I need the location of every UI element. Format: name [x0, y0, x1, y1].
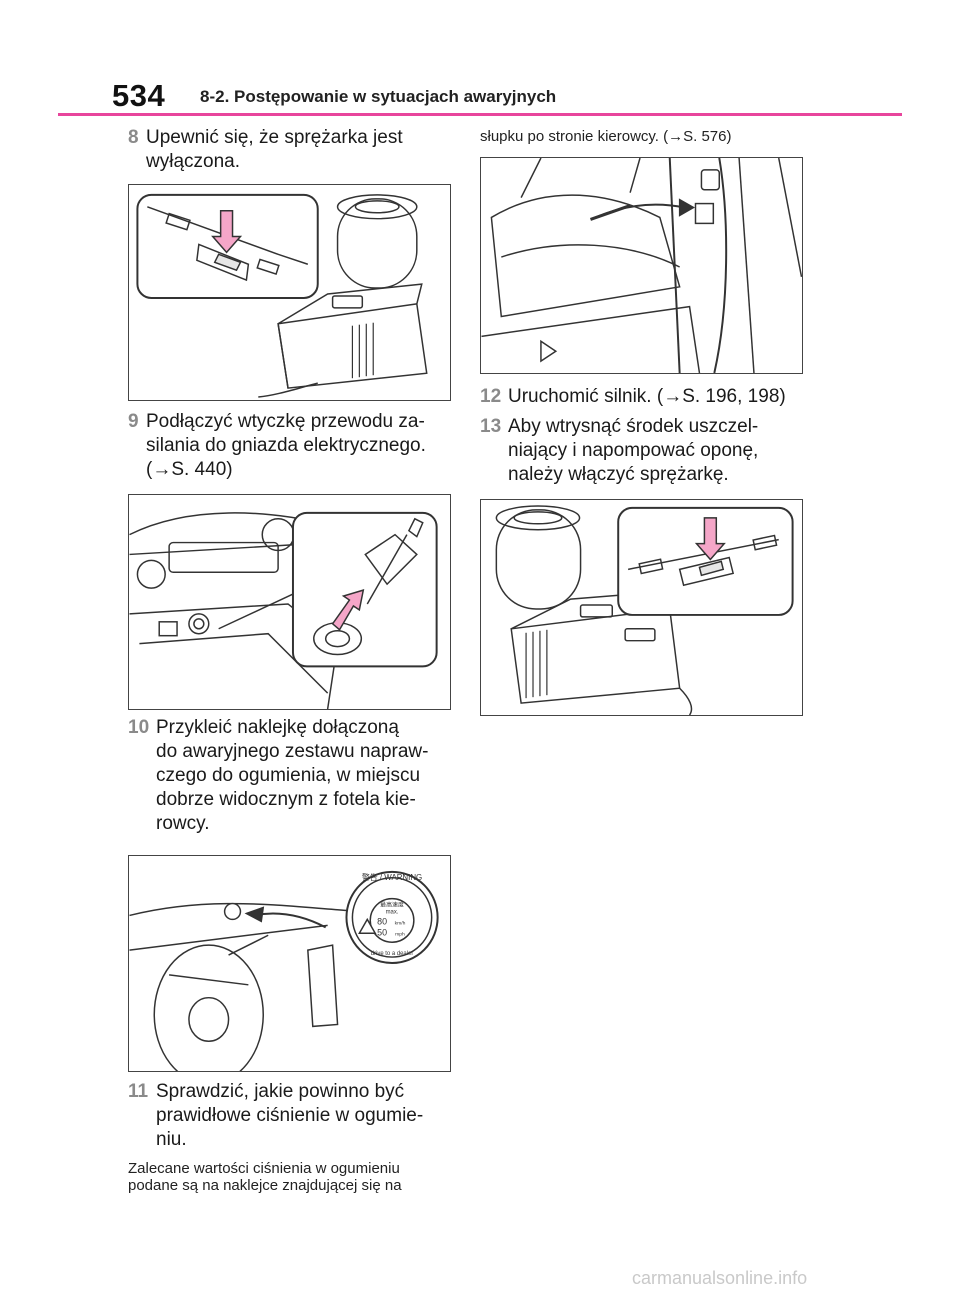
step-11: 11 Sprawdzić, jakie powinno być prawidło… — [128, 1080, 458, 1152]
page-header: 534 8-2. Postępowanie w sytuacjach awary… — [112, 78, 902, 114]
section-title: 8-2. Postępowanie w sytuacjach awaryjnyc… — [200, 87, 557, 106]
figure-compressor-switch-on — [480, 499, 803, 716]
note-left: Zalecane wartości ciśnienia w ogumieniu … — [128, 1160, 402, 1194]
header-rule — [58, 113, 902, 116]
sticker-speed-mph: 50 — [377, 927, 387, 937]
step-13: 13 Aby wtrysnąć środek uszczel- niający … — [480, 415, 810, 487]
step-text: Sprawdzić, jakie powinno być prawidłowe … — [156, 1081, 424, 1150]
step-number: 12 — [480, 386, 502, 407]
watermark: carmanualsonline.info — [632, 1268, 808, 1288]
step-number: 8 — [128, 127, 139, 148]
sticker-bottom-text: drive to a dealer — [371, 951, 414, 957]
note-right: słupku po stronie kierowcy. (→S. 576) — [480, 128, 732, 145]
sticker-unit-kmh: km/h — [395, 920, 406, 926]
sticker-unit-mph: mph — [395, 931, 405, 937]
sticker-top-text: 警告 / WARNING — [362, 872, 422, 882]
sticker-speed-kmh: 80 — [377, 916, 387, 926]
step-12: 12 Uruchomić silnik. (→S. 196, 198) — [480, 385, 810, 409]
step-number: 13 — [480, 416, 502, 437]
step-text: Uruchomić silnik. (→S. 196, 198) — [508, 386, 786, 407]
figure-sticker-placement: 警告 / WARNING 最高速度 max. 80 km/h 50 mph dr… — [128, 855, 451, 1072]
sticker-max: max. — [386, 909, 399, 915]
figure-compressor-switch-off — [128, 184, 451, 401]
figure-door-pillar — [480, 157, 803, 374]
step-number: 9 — [128, 411, 139, 432]
step-10: 10 Przykleić naklejkę dołączoną do awary… — [128, 716, 458, 836]
step-number: 11 — [128, 1081, 149, 1102]
step-8: 8 Upewnić się, że sprężarka jest wyłączo… — [128, 126, 458, 174]
step-text: Przykleić naklejkę dołączoną do awaryjne… — [156, 717, 429, 834]
figure-power-socket — [128, 494, 451, 710]
step-number: 10 — [128, 717, 150, 738]
step-9: 9 Podłączyć wtyczkę przewodu za- silania… — [128, 410, 458, 482]
sticker-kanji: 最高速度 — [380, 901, 404, 909]
step-text: Upewnić się, że sprężarka jest wyłączona… — [146, 127, 403, 172]
step-text: Podłączyć wtyczkę przewodu za- silania d… — [146, 411, 426, 480]
page-number: 534 — [112, 78, 166, 113]
step-text: Aby wtrysnąć środek uszczel- niający i n… — [508, 416, 759, 485]
